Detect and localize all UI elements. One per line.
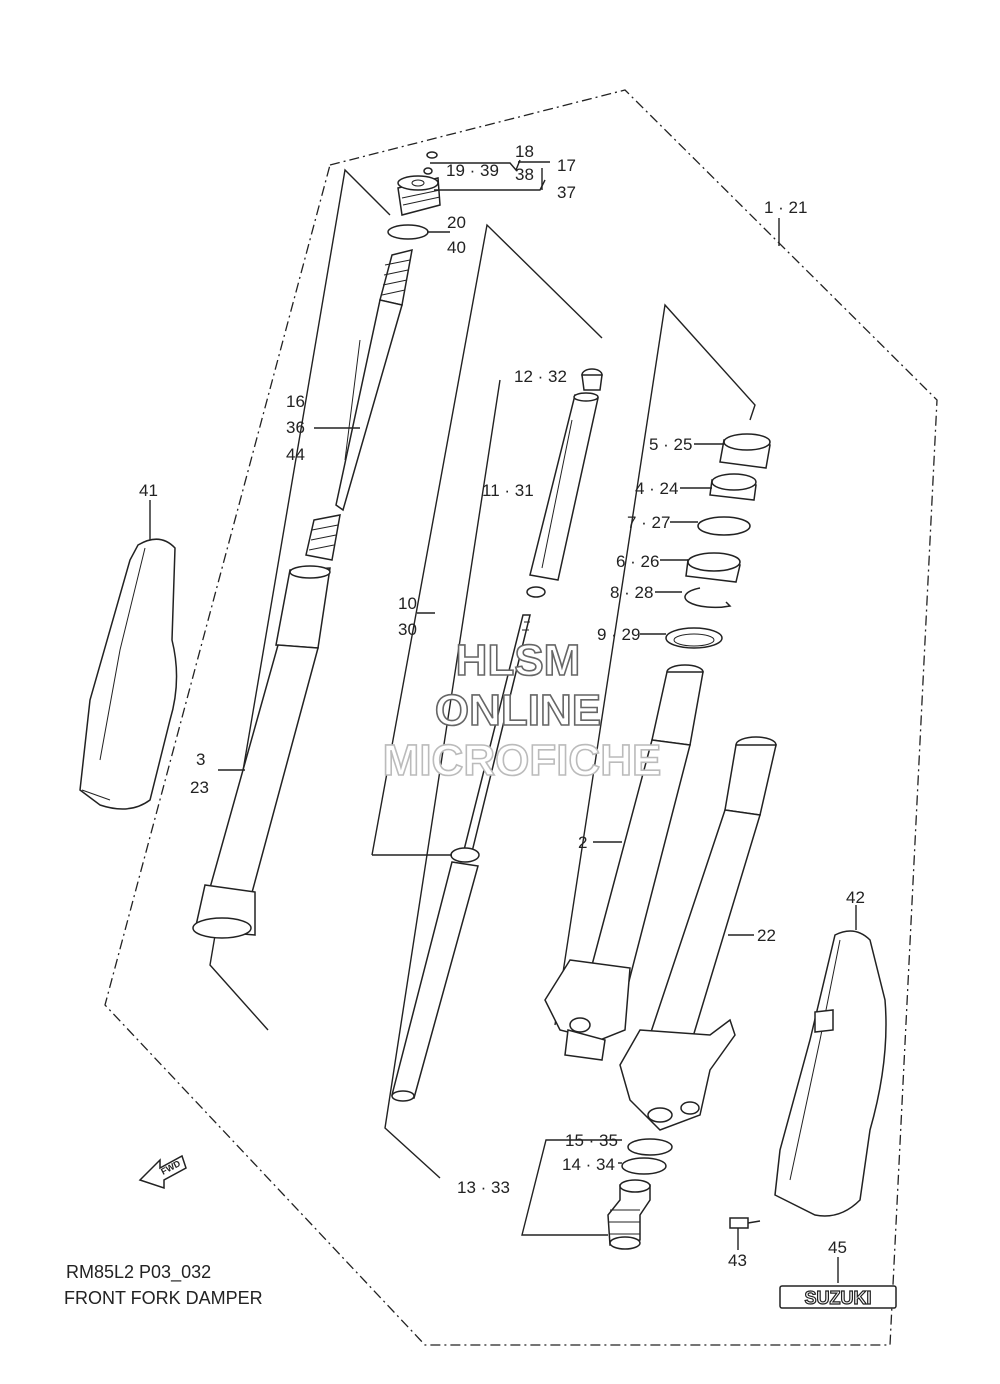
- watermark-line3: MICROFICHE: [383, 736, 662, 785]
- callout-5-25: 5 · 25: [649, 435, 692, 454]
- callout-41: 41: [139, 481, 158, 500]
- callout-7-27: 7 · 27: [627, 513, 670, 532]
- inner-tube: [544, 664, 704, 1061]
- callout-18: 18: [515, 142, 534, 161]
- fork-guard-right: [774, 930, 887, 1217]
- callout-37: 37: [557, 183, 576, 202]
- callout-40: 40: [447, 238, 466, 257]
- watermark-line1: HLSM: [456, 636, 581, 685]
- group-outline-damper-rod: [371, 223, 603, 856]
- assembly-outline: [104, 89, 938, 1346]
- callout-22: 22: [757, 926, 776, 945]
- suzuki-badge: SUZUKI: [779, 1285, 897, 1309]
- base-valve: [607, 1138, 673, 1250]
- callout-4-24: 4 · 24: [635, 479, 678, 498]
- callout-9-29: 9 · 29: [597, 625, 640, 644]
- callout-15-35: 15 · 35: [565, 1131, 618, 1150]
- callout-42: 42: [846, 888, 865, 907]
- group-outline-damper-rod-lower: [384, 379, 501, 1179]
- callout-16: 16: [286, 392, 305, 411]
- damper-cartridge: [526, 368, 603, 598]
- circlip: [684, 587, 732, 609]
- fork-guard-left: [79, 538, 178, 810]
- washer: [697, 516, 751, 536]
- callout-10: 10: [398, 594, 417, 613]
- callout-38: 38: [515, 165, 534, 184]
- inner-cylinder: [192, 565, 331, 939]
- fwd-arrow-icon: FWD: [138, 1154, 187, 1190]
- callout-1-21: 1 · 21: [764, 198, 807, 217]
- group-outline-outer-tube: [554, 303, 756, 1026]
- callout-44: 44: [286, 445, 305, 464]
- o-ring: [387, 224, 429, 240]
- callout-17: 17: [557, 156, 576, 175]
- dust-seal: [665, 627, 723, 649]
- callout-20: 20: [447, 213, 466, 232]
- damper-rod: [391, 614, 531, 1102]
- diagram-title: FRONT FORK DAMPER: [64, 1288, 263, 1308]
- callout-11-31: 11 · 31: [482, 481, 534, 500]
- diagram-code: RM85L2 P03_032: [66, 1262, 211, 1283]
- group-outline-cylinder: [209, 168, 391, 1031]
- callout-30: 30: [398, 620, 417, 639]
- outer-tube: [619, 736, 777, 1131]
- rebound-spring-rod: [335, 248, 413, 512]
- callout-43: 43: [728, 1251, 747, 1270]
- guard-bolt: [729, 1217, 761, 1229]
- callout-13-33: 13 · 33: [457, 1178, 510, 1197]
- fork-cap-bolt: [397, 151, 441, 216]
- oil-seal: [685, 552, 741, 583]
- slide-bushing: [709, 473, 757, 501]
- callout-45: 45: [828, 1238, 847, 1257]
- callout-36: 36: [286, 418, 305, 437]
- watermark: HLSM ONLINE MICROFICHE: [382, 635, 662, 786]
- compression-spring: [305, 514, 341, 561]
- callout-6-26: 6 · 26: [616, 552, 659, 571]
- suzuki-badge-text: SUZUKI: [805, 1288, 872, 1308]
- leader-lines: [149, 159, 857, 1283]
- callout-3: 3: [196, 750, 205, 769]
- watermark-line2: ONLINE: [435, 686, 601, 735]
- callout-19-39: 19 · 39: [446, 161, 499, 180]
- callout-2: 2: [578, 833, 587, 852]
- callout-8-28: 8 · 28: [610, 583, 653, 602]
- callout-23: 23: [190, 778, 209, 797]
- guide-bushing: [719, 433, 771, 469]
- callout-14-34: 14 · 34: [562, 1155, 615, 1174]
- callout-12-32: 12 · 32: [514, 367, 567, 386]
